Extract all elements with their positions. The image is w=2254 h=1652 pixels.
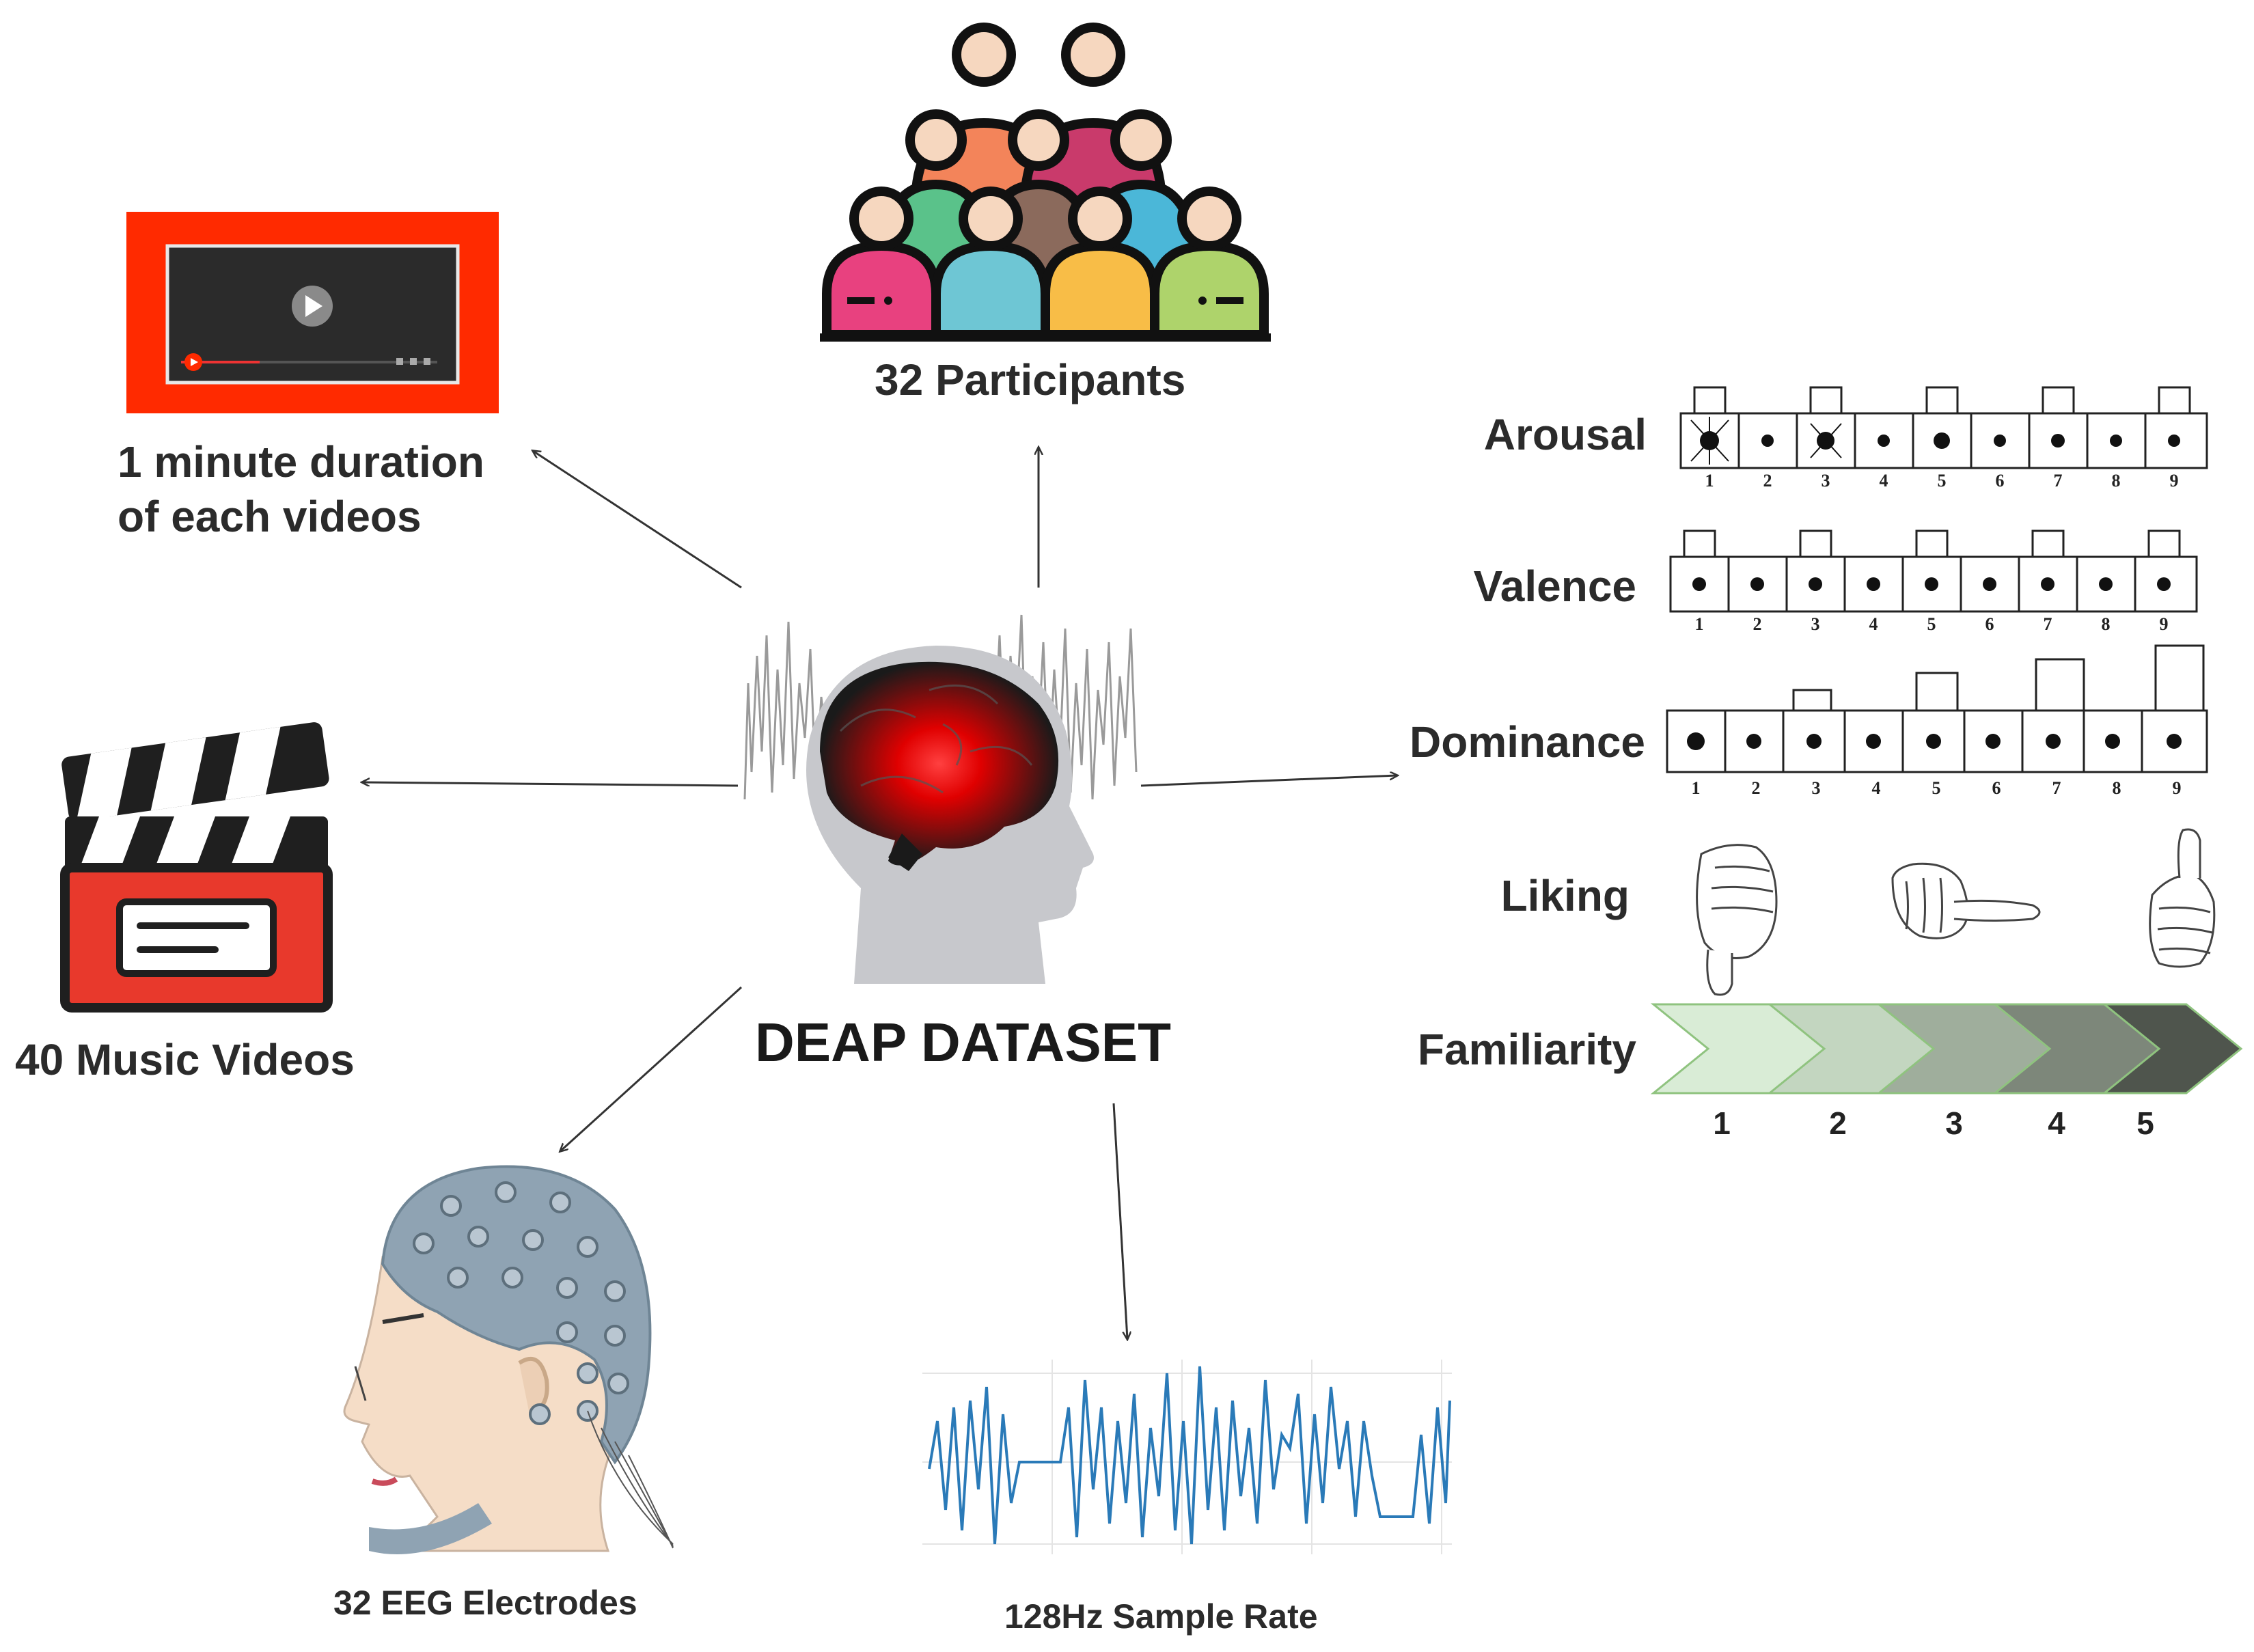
arousal-number-1: 1	[1705, 471, 1714, 491]
liking-thumbs	[1696, 828, 2216, 996]
familiarity-label: Familiarity	[1417, 1025, 1636, 1074]
signal-trace	[928, 1366, 1451, 1545]
dominance-number-6: 6	[1992, 778, 2001, 798]
arousal-number-8: 8	[2112, 471, 2121, 491]
valence-number-3: 3	[1811, 614, 1820, 634]
valence-label: Valence	[1473, 562, 1636, 611]
arousal-numbers: 1 2 3 4 5 6 7 8 9	[1705, 471, 2179, 491]
duration-label-line1: 1 minute duration	[118, 437, 484, 486]
familiarity-numbers: 1 2 3 4 5	[1713, 1105, 2154, 1141]
valence-number-9: 9	[2160, 614, 2169, 634]
dominance-number-2: 2	[1752, 778, 1761, 798]
familiarity-number-4: 4	[2048, 1105, 2065, 1141]
duration-label-line2: of each videos	[118, 492, 422, 541]
liking-label: Liking	[1500, 871, 1630, 920]
arrow-to-sample-rate	[1112, 1103, 1127, 1339]
dominance-number-9: 9	[2173, 778, 2182, 798]
arousal-number-9: 9	[2170, 471, 2179, 491]
arrow-to-duration	[533, 451, 742, 589]
dominance-numbers: 1 2 3 4 5 6 7 8 9	[1692, 778, 2182, 798]
arousal-number-3: 3	[1822, 471, 1830, 491]
arrow-to-electrodes	[560, 986, 743, 1151]
brain-head-icon	[743, 614, 1138, 984]
dominance-label: Dominance	[1410, 717, 1645, 767]
dominance-number-8: 8	[2113, 778, 2121, 798]
familiarity-number-1: 1	[1713, 1105, 1731, 1141]
familiarity-chevrons	[1650, 1003, 2243, 1095]
dominance-number-1: 1	[1692, 778, 1701, 798]
arousal-label: Arousal	[1483, 410, 1647, 459]
valence-number-7: 7	[2044, 614, 2052, 634]
valence-number-1: 1	[1695, 614, 1704, 634]
familiarity-number-5: 5	[2136, 1105, 2154, 1141]
valence-number-4: 4	[1869, 614, 1878, 634]
valence-number-5: 5	[1927, 614, 1936, 634]
sam-numbers: 1 2 3 4 5 6 7 8 9 1 2 3 4 5 6 7 8 9 1 2 3 4 5 6 7 8 9	[1692, 471, 2182, 798]
familiarity-number-3: 3	[1945, 1105, 1963, 1141]
clapperboard-icon	[60, 722, 333, 1013]
dominance-number-4: 4	[1872, 778, 1881, 798]
participants-label: 32 Participants	[875, 355, 1186, 404]
sam-arousal-row	[1679, 386, 2208, 469]
valence-number-2: 2	[1753, 614, 1762, 634]
arrow-to-videos	[362, 782, 739, 787]
sam-dominance-row	[1666, 644, 2208, 773]
valence-numbers: 1 2 3 4 5 6 7 8 9	[1695, 614, 2169, 634]
arousal-number-2: 2	[1763, 471, 1772, 491]
arousal-number-6: 6	[1996, 471, 2005, 491]
arousal-number-5: 5	[1938, 471, 1947, 491]
sample-rate-label: 128Hz Sample Rate	[1004, 1597, 1318, 1636]
electrodes-label: 32 EEG Electrodes	[333, 1584, 637, 1622]
center-title: DEAP DATASET	[755, 1012, 1171, 1073]
thumbs-side-icon	[1891, 862, 2041, 939]
participants-icon	[820, 23, 1271, 342]
thumbs-down-icon	[1696, 844, 1778, 996]
thumbs-up-icon	[2149, 828, 2216, 968]
signal-plot	[922, 1360, 1452, 1554]
sam-valence-row	[1669, 529, 2198, 613]
familiarity-number-2: 2	[1829, 1105, 1847, 1141]
videos-label: 40 Music Videos	[15, 1035, 355, 1084]
valence-number-8: 8	[2102, 614, 2111, 634]
dominance-number-3: 3	[1812, 778, 1821, 798]
dominance-number-5: 5	[1932, 778, 1941, 798]
video-player-icon	[126, 212, 499, 413]
eeg-head-icon	[343, 1165, 674, 1554]
arousal-number-4: 4	[1880, 471, 1888, 491]
dominance-number-7: 7	[2052, 778, 2061, 798]
arrow-to-scales	[1140, 775, 1397, 787]
arrows	[362, 448, 1397, 1339]
valence-number-6: 6	[1985, 614, 1994, 634]
arousal-number-7: 7	[2054, 471, 2063, 491]
brainwave-left	[743, 621, 828, 800]
